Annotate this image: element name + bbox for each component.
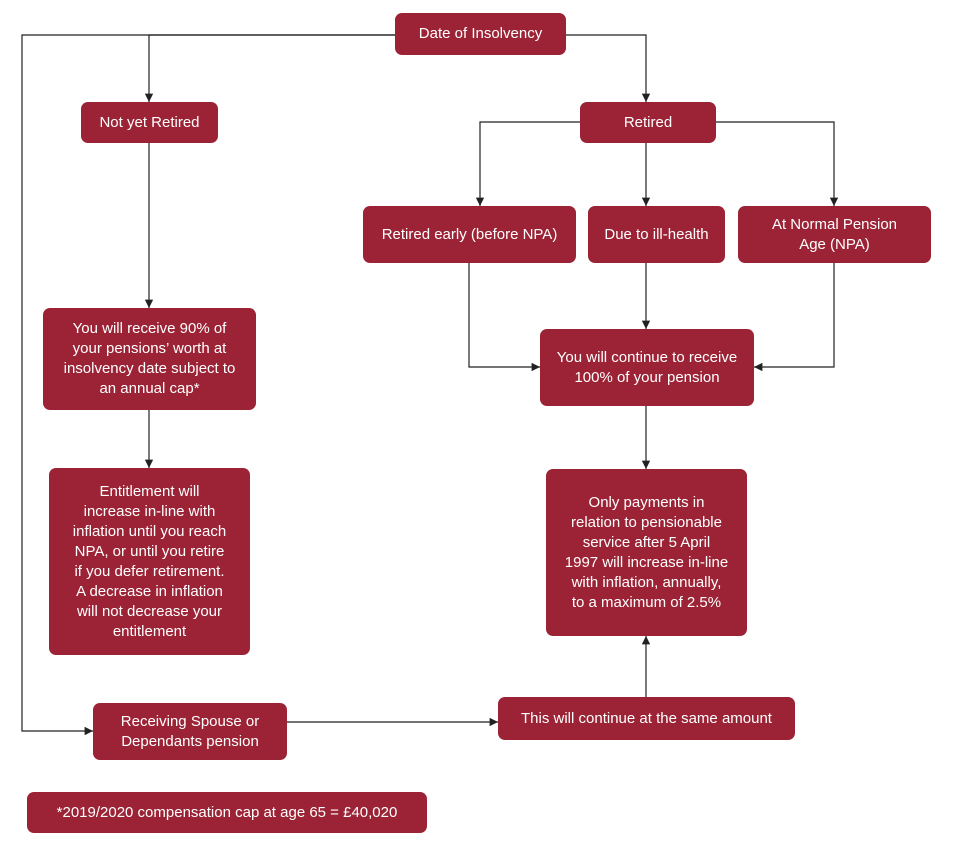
connector-insolvency-to-not-retired	[144, 34, 395, 102]
spouse-pension-box: Receiving Spouse or Dependants pension	[93, 703, 287, 760]
entitlement-box: Entitlement will increase in-line with i…	[49, 468, 250, 655]
not-yet-retired-box: Not yet Retired	[81, 102, 218, 143]
connector-insolvency-to-spouse	[21, 34, 395, 736]
retired-box: Retired	[580, 102, 716, 143]
only-payments-box: Only payments in relation to pensionable…	[546, 469, 747, 636]
connector-retired-to-early	[475, 121, 580, 206]
hundred-percent-box: You will continue to receive 100% of you…	[540, 329, 754, 406]
connector-insolvency-to-retired	[565, 34, 651, 102]
connector-npa-to-100	[754, 263, 835, 372]
normal-pension-age-box: At Normal Pension Age (NPA)	[738, 206, 931, 263]
connector-retired-to-npa	[716, 121, 839, 206]
connector-early-to-100	[468, 263, 540, 372]
same-amount-box: This will continue at the same amount	[498, 697, 795, 740]
date-of-insolvency-box: Date of Insolvency	[395, 13, 566, 55]
retired-early-box: Retired early (before NPA)	[363, 206, 576, 263]
ninety-percent-box: You will receive 90% of your pensions’ w…	[43, 308, 256, 410]
ill-health-box: Due to ill-health	[588, 206, 725, 263]
cap-note-box: *2019/2020 compensation cap at age 65 = …	[27, 792, 427, 833]
